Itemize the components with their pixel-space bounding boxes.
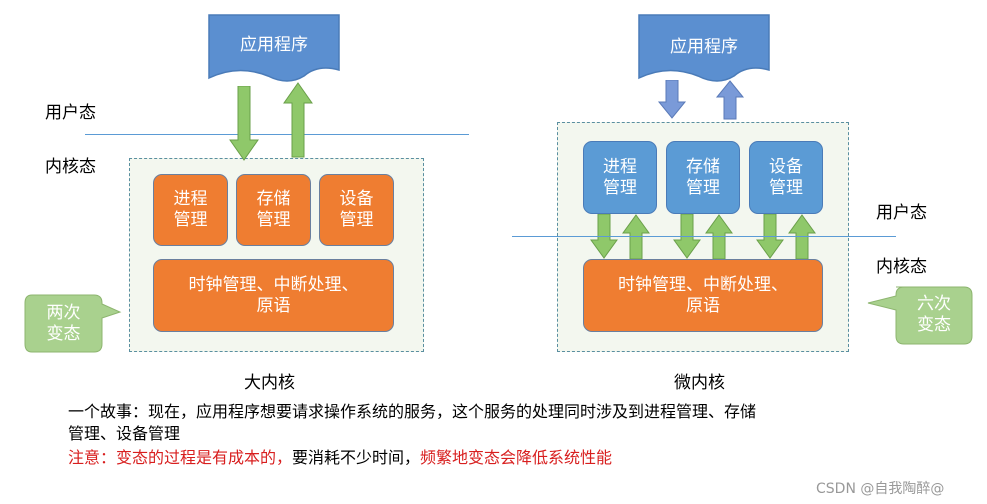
left-boundary-line — [85, 134, 469, 135]
note-prefix: 注意：变态的过程是有成本的， — [68, 448, 293, 467]
right-app-shape — [638, 14, 770, 82]
story-line-1: 一个故事：现在，应用程序想要请求操作系统的服务，这个服务的处理同时涉及到进程管理… — [68, 402, 757, 421]
right-device-mgmt: 设备 管理 — [749, 141, 823, 214]
right-callout-text: 六次 变态 — [917, 294, 951, 335]
right-up-arrow — [715, 80, 745, 120]
left-process-mgmt: 进程 管理 — [153, 174, 228, 246]
right-down-arrow — [657, 80, 687, 119]
right-arrows-device — [756, 214, 816, 260]
left-caption: 大内核 — [244, 373, 295, 393]
left-core-functions: 时钟管理、中断处理、 原语 — [153, 259, 394, 332]
right-storage-mgmt: 存储 管理 — [666, 141, 740, 214]
left-app-label: 应用程序 — [240, 35, 308, 55]
story-note: 注意：变态的过程是有成本的，要消耗不少时间，频繁地变态会降低系统性能 — [68, 447, 612, 469]
right-arrows-storage — [673, 214, 733, 260]
left-device-mgmt: 设备 管理 — [319, 174, 394, 246]
right-boundary-line — [512, 236, 896, 237]
right-callout-bubble — [867, 286, 973, 345]
left-kernel-state-label: 内核态 — [45, 157, 96, 177]
left-up-arrow — [283, 82, 313, 158]
right-arrows-process — [590, 214, 650, 260]
right-user-state-label: 用户态 — [876, 203, 927, 223]
left-callout-text: 两次 变态 — [46, 303, 81, 344]
right-app-label: 应用程序 — [670, 37, 738, 57]
left-down-arrow — [229, 86, 259, 161]
note-suffix: 频繁地变态会降低系统性能 — [420, 448, 613, 467]
right-kernel-state-label: 内核态 — [876, 257, 927, 277]
left-app-shape — [208, 14, 340, 82]
left-callout-bubble — [24, 294, 122, 353]
right-process-mgmt: 进程 管理 — [583, 141, 657, 214]
left-storage-mgmt: 存储 管理 — [236, 174, 311, 246]
watermark: CSDN @自我陶醉@ — [816, 481, 945, 497]
right-core-functions: 时钟管理、中断处理、 原语 — [583, 259, 823, 332]
right-caption: 微内核 — [674, 373, 725, 393]
note-middle: 要消耗不少时间， — [292, 448, 421, 467]
story-line-2: 管理、设备管理 — [68, 424, 181, 443]
left-user-state-label: 用户态 — [45, 103, 96, 123]
